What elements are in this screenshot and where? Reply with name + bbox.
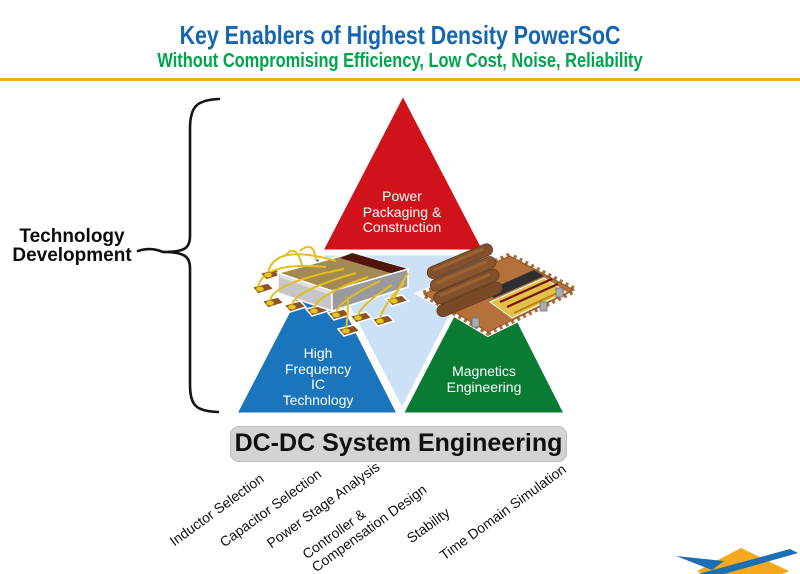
slide-title: Key Enablers of Highest Density PowerSoC [179, 20, 621, 50]
magnetics-chip-image [414, 243, 584, 338]
divider-rule [0, 78, 800, 81]
technology-development-label: Technology Development [12, 226, 132, 266]
gold-ball-bonds [255, 272, 399, 334]
power-ic-chip-image [250, 245, 411, 337]
logo-blue-left-wing [676, 556, 724, 570]
logo [676, 548, 798, 574]
gray-posts [471, 287, 564, 328]
system-engineering-bar: DC-DC System Engineering [230, 426, 567, 462]
logo-blue-swoosh [698, 549, 798, 574]
logo-orange-diamond [697, 548, 789, 574]
gold-circuit-area [489, 277, 568, 319]
magnetic-core [426, 243, 503, 318]
pyramid-left-label: High Frequency IC Technology [282, 345, 354, 408]
gold-bond-wires [257, 245, 409, 330]
technology-development-brace [136, 97, 221, 414]
pyramid-top-label: Power Packaging & Construction [362, 188, 442, 235]
brace-connector-line [136, 247, 165, 254]
slide-subtitle: Without Compromising Efficiency, Low Cos… [157, 50, 643, 72]
pyramid-right-label: Magnetics Engineering [446, 363, 522, 395]
